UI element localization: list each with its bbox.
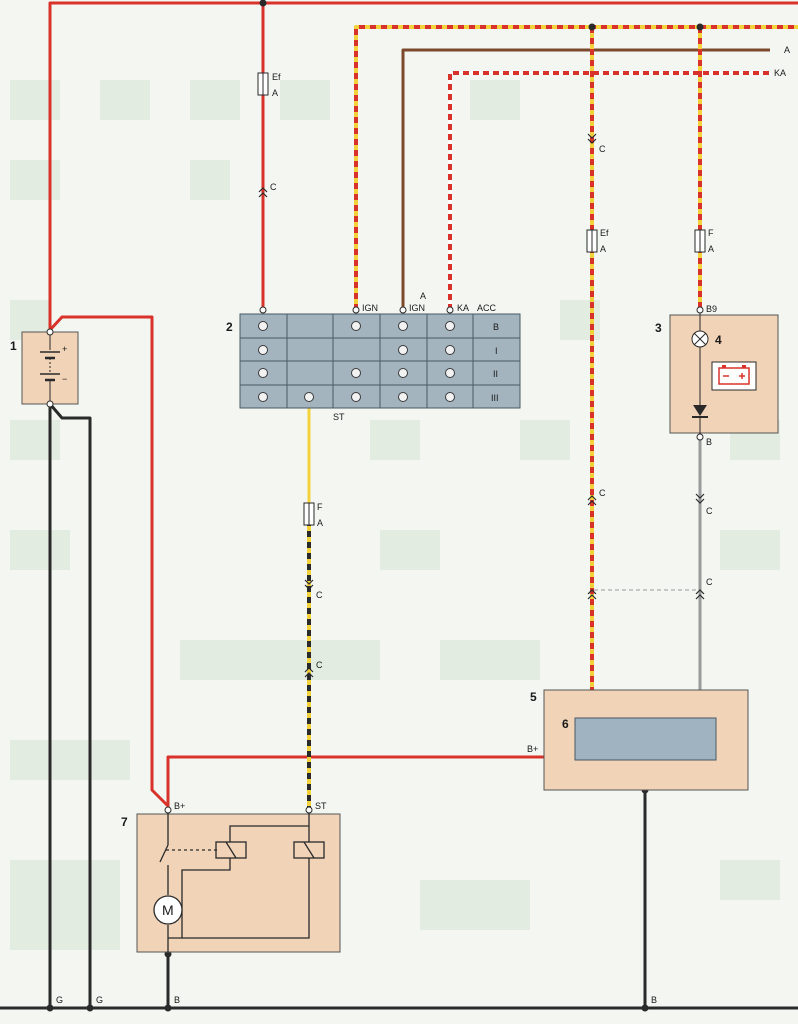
junction-dot (86, 1004, 94, 1012)
battery-terminal-negative (46, 400, 54, 408)
connector-label-c: C (706, 506, 713, 516)
lamp-icon (691, 330, 709, 348)
starter-circuit (159, 813, 325, 952)
component-numbers: 1 2 3 4 5 6 7 (10, 320, 722, 829)
starter-body (136, 813, 341, 953)
ground-label-b: B (651, 995, 657, 1005)
ignition-switch-grid (240, 314, 520, 408)
terminal-label-b: B (706, 437, 712, 447)
motor-label: M (162, 902, 174, 918)
connector-icon (304, 667, 314, 678)
ground-label-g: G (56, 995, 63, 1005)
connector-icon (587, 495, 597, 506)
switch-position-iii: III (491, 393, 499, 403)
connector-icon (587, 589, 597, 600)
motor-icon: M (153, 895, 183, 925)
switch-terminal-ign-2: IGN (409, 303, 425, 313)
wire-redwhite-ka-stripe (448, 71, 770, 310)
fuse-label-a: A (317, 518, 323, 528)
connector-label-c: C (316, 660, 323, 670)
battery-warning-icon (711, 361, 757, 391)
fuse-label-ef: Ef (272, 72, 281, 82)
terminal-pin (696, 433, 704, 441)
switch-terminal-acc: ACC (477, 303, 497, 313)
component-number-warning-lamp: 4 (715, 333, 722, 347)
terminal-pin (696, 306, 704, 314)
switch-position-b: B (493, 322, 499, 332)
terminal-label-b-plus-starter: B+ (174, 801, 185, 811)
wire-red-generator-starter (166, 755, 544, 808)
ignition-switch-contacts (258, 321, 455, 402)
generator (543, 689, 749, 791)
connector-icon (695, 493, 705, 504)
connector-label-c: C (599, 488, 606, 498)
fuses (257, 72, 706, 526)
terminal-pin (352, 306, 360, 314)
ground-label-b: B (174, 995, 180, 1005)
connector-icon (304, 579, 314, 590)
terminal-pin (399, 306, 407, 314)
ignition-switch: B I II III IGN A IGN KA ACC ST (239, 291, 521, 422)
junction-dot (588, 23, 596, 31)
junction-dot (46, 1004, 54, 1012)
wire-redyellow-ign-bus-stripe (354, 25, 798, 310)
component-number-instrument-cluster: 3 (655, 321, 662, 335)
battery: + − (21, 328, 79, 408)
junction-dot (259, 0, 267, 7)
fuse-label-ef: Ef (600, 228, 609, 238)
connector-icon (695, 589, 705, 600)
connectors (258, 133, 705, 678)
wire-red-main-bus (48, 1, 798, 330)
regulator (574, 717, 717, 761)
ground-label-g: G (96, 995, 103, 1005)
battery-plus-sign: + (62, 344, 67, 354)
switch-position-ii: II (493, 369, 498, 379)
connector-label-c: C (706, 577, 713, 587)
wire-label-a-top: A (784, 45, 790, 55)
fuse-label-a: A (272, 88, 278, 98)
component-number-starter: 7 (121, 815, 128, 829)
wire-black-ground-battery-2 (48, 403, 92, 1008)
battery-minus-sign: − (62, 374, 67, 384)
switch-terminal-a: A (420, 291, 426, 301)
component-number-battery: 1 (10, 339, 17, 353)
wire-label-ka-top: KA (774, 68, 786, 78)
component-number-regulator: 6 (562, 717, 569, 731)
terminal-pin (305, 806, 313, 814)
fuse-label-a: A (708, 244, 714, 254)
switch-terminal-st: ST (333, 412, 345, 422)
battery-terminal-positive (46, 328, 54, 336)
terminal-pin (259, 306, 267, 314)
junction-dot (641, 1004, 649, 1012)
fuse-label-f: F (708, 228, 714, 238)
wire-redyellow-ign-bus-base (354, 25, 798, 310)
junction-dot (164, 1004, 172, 1012)
terminal-label-st: ST (315, 801, 327, 811)
connector-label-c: C (316, 590, 323, 600)
fuse-label-f: F (317, 502, 323, 512)
terminal-pin (446, 306, 454, 314)
component-number-ignition-switch: 2 (226, 320, 233, 334)
fuse-label-a: A (600, 244, 606, 254)
component-number-generator: 5 (530, 690, 537, 704)
wire-red-battery-starter (48, 315, 170, 808)
connector-icon (258, 187, 268, 198)
connector-icon (587, 133, 597, 144)
terminal-label-b-plus-generator: B+ (527, 744, 538, 754)
switch-position-i: I (495, 346, 498, 356)
instrument-cluster (669, 313, 779, 434)
connector-label-c: C (599, 144, 606, 154)
connector-label-c: C (270, 182, 277, 192)
terminal-label-b9: B9 (706, 304, 717, 314)
terminal-pin (164, 806, 172, 814)
wire-brown-a (401, 48, 770, 310)
switch-terminal-ign-1: IGN (362, 303, 378, 313)
switch-terminal-ka: KA (457, 303, 469, 313)
starter: M (136, 813, 341, 953)
junction-dot (696, 23, 704, 31)
wire-labels: A KA Ef A C Ef A C C F A B9 B C C F A C … (56, 45, 790, 1005)
